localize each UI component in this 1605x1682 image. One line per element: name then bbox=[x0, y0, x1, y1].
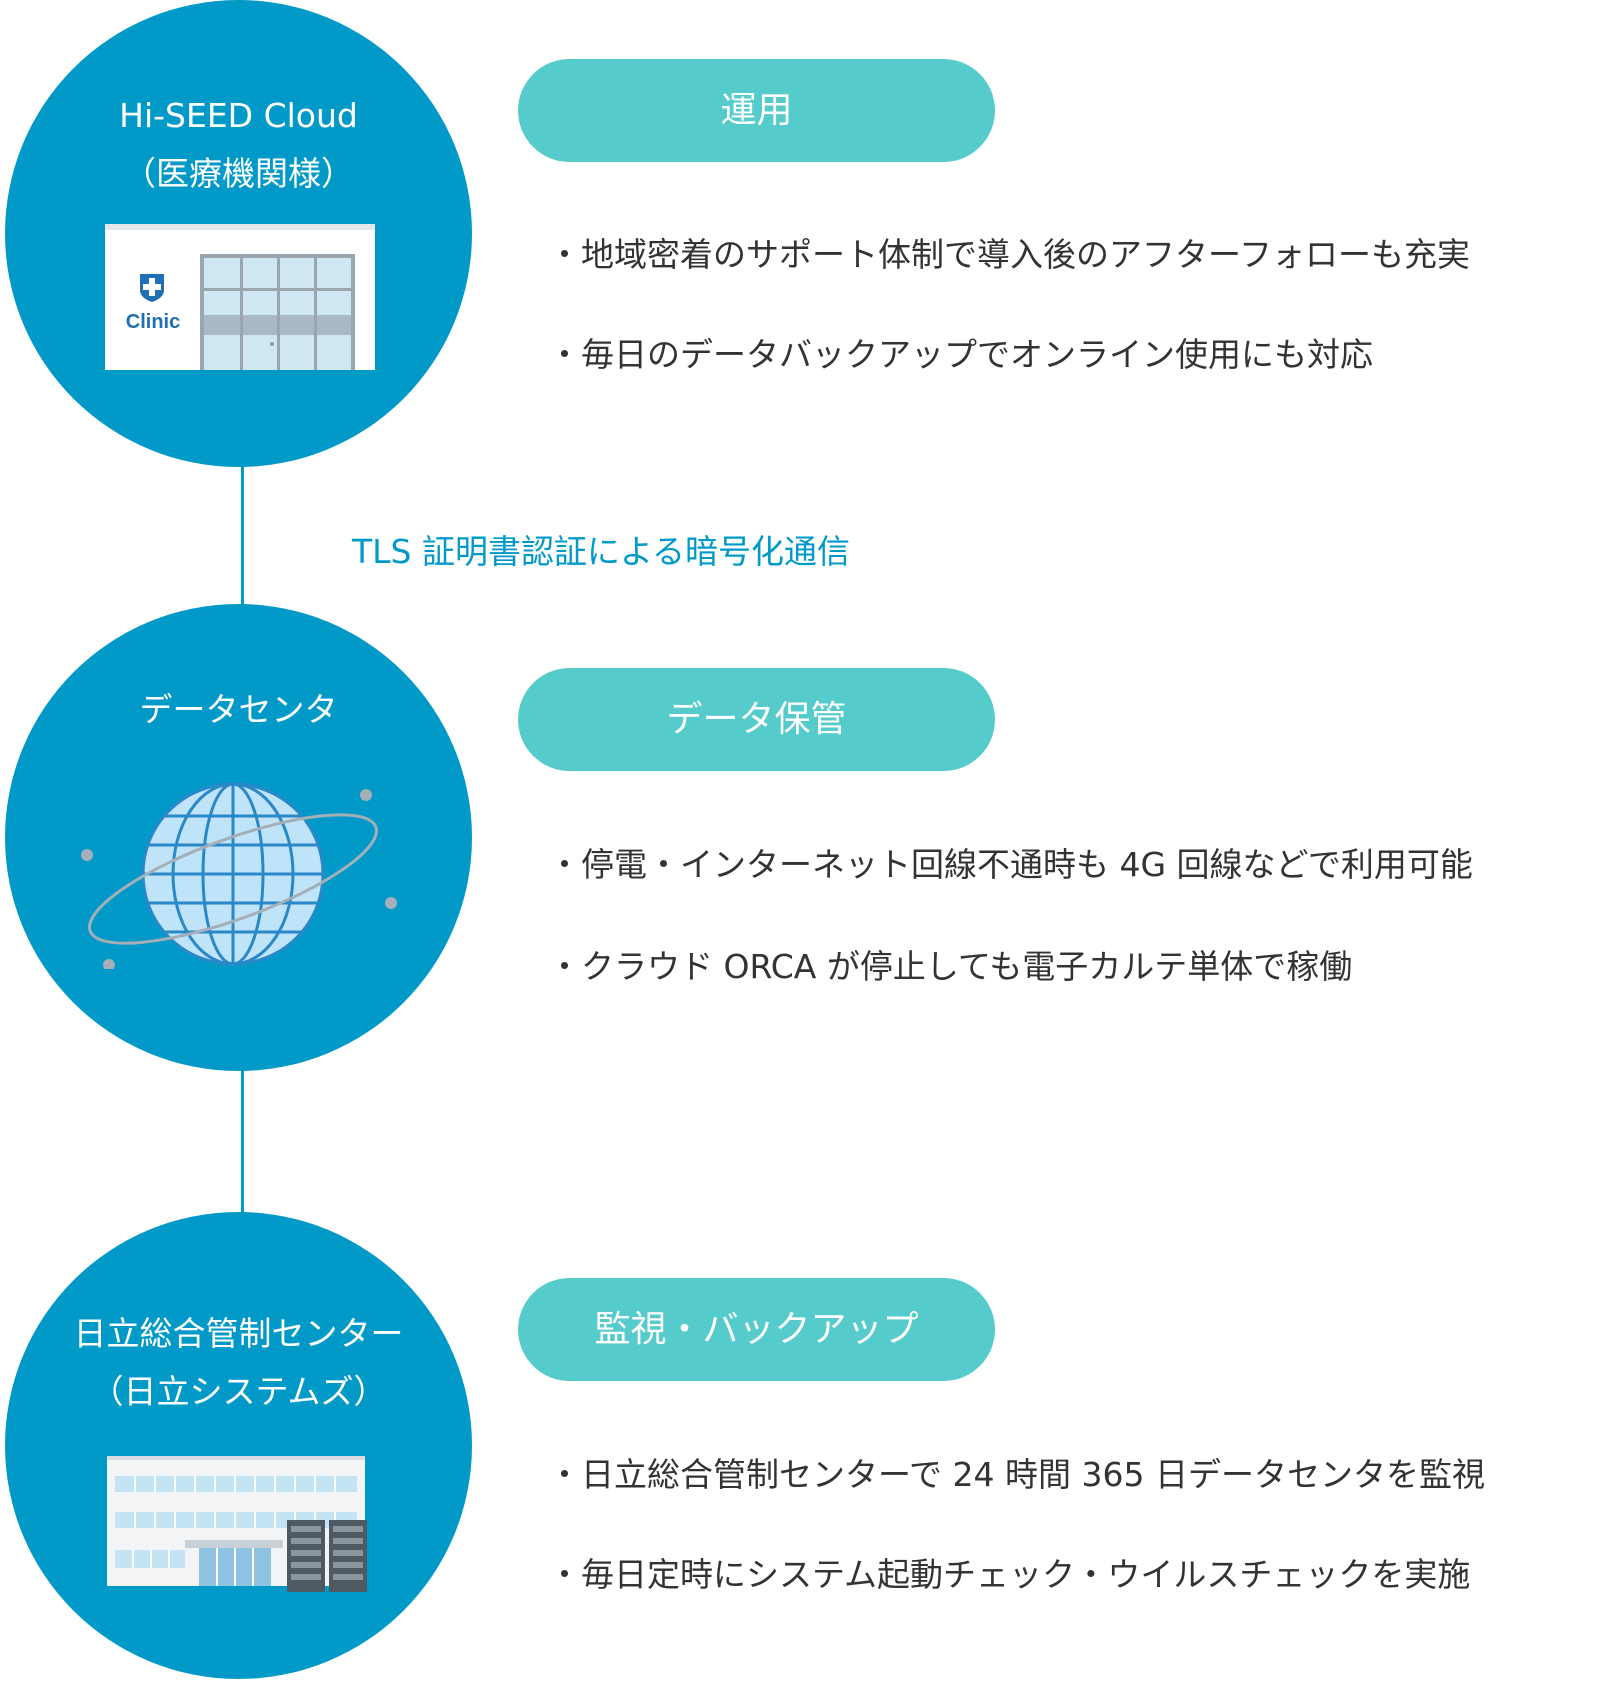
section-title-monitoring-backup: 監視・バックアップ bbox=[518, 1278, 995, 1381]
connector-line-top bbox=[241, 460, 244, 620]
node-datacenter: データセンタ bbox=[5, 604, 472, 1071]
section-monitoring-bullet-2: ・毎日定時にシステム起動チェック・ウイルスチェックを実施 bbox=[548, 1555, 1471, 1594]
clinic-building-icon: Clinic bbox=[105, 224, 375, 370]
section-monitoring-bullet-1: ・日立総合管制センターで 24 時間 365 日データセンタを監視 bbox=[548, 1455, 1485, 1494]
node-clinic: Hi-SEED Cloud （医療機関様） Clinic bbox=[5, 0, 472, 467]
section-title-data-storage: データ保管 bbox=[518, 668, 995, 771]
section-title-operation: 運用 bbox=[518, 59, 995, 162]
section-data-storage-bullet-1: ・停電・インターネット回線不通時も 4G 回線などで利用可能 bbox=[548, 845, 1473, 884]
section-operation-bullet-2: ・毎日のデータバックアップでオンライン使用にも対応 bbox=[548, 335, 1373, 374]
node-control-center: 日立総合管制センター （日立システムズ） bbox=[5, 1212, 472, 1679]
office-building-server-icon bbox=[107, 1456, 367, 1592]
clinic-sign-text: Clinic bbox=[126, 311, 180, 333]
section-data-storage-bullet-2: ・クラウド ORCA が停止しても電子カルテ単体で稼働 bbox=[548, 947, 1353, 986]
tls-encryption-label: TLS 証明書認証による暗号化通信 bbox=[352, 532, 850, 571]
globe-orbit-icon bbox=[81, 782, 397, 969]
node-control-center-title: 日立総合管制センター bbox=[73, 1314, 404, 1353]
node-datacenter-title: データセンタ bbox=[139, 690, 338, 729]
section-operation-bullet-1: ・地域密着のサポート体制で導入後のアフターフォローも充実 bbox=[548, 235, 1471, 274]
node-control-center-subtitle: （日立システムズ） bbox=[90, 1372, 387, 1411]
node-clinic-subtitle: （医療機関様） bbox=[123, 154, 354, 193]
node-clinic-title: Hi-SEED Cloud bbox=[119, 96, 358, 135]
connector-line-bottom bbox=[241, 1068, 244, 1228]
